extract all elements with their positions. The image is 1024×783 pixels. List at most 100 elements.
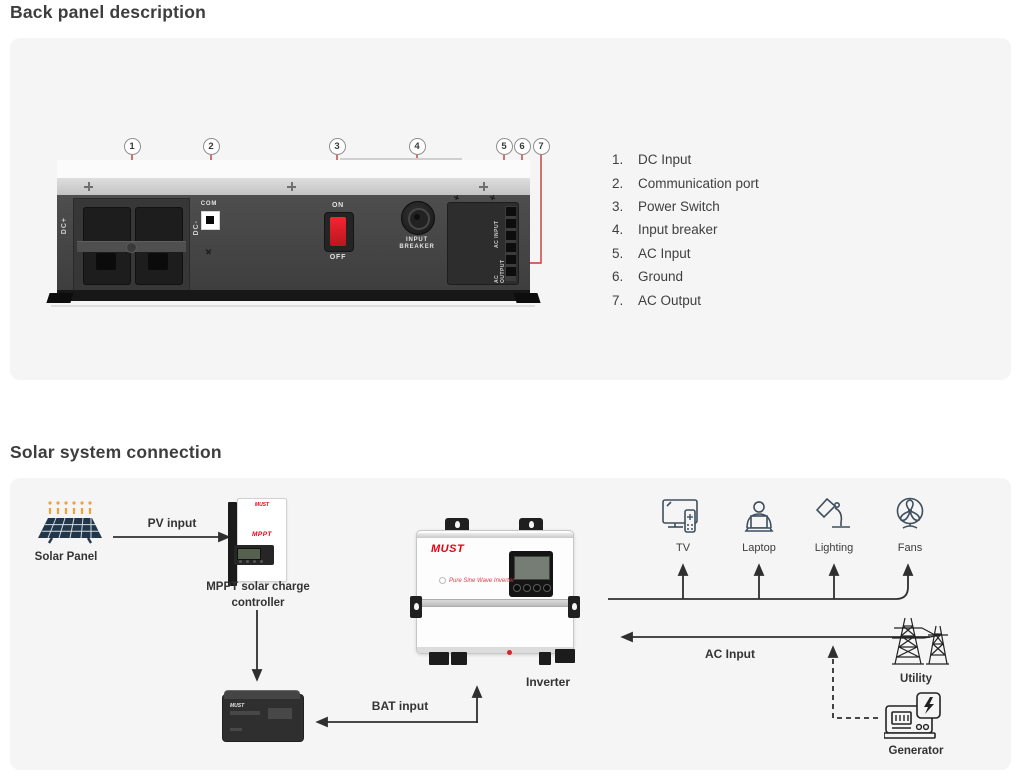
inverter-bottom-strip xyxy=(417,647,573,653)
breaker-label-line1: INPUT xyxy=(406,237,428,243)
legend-item: 6. Ground xyxy=(612,265,759,288)
legend-label: Communication port xyxy=(638,175,759,191)
dc-plus-label: DC+ xyxy=(61,217,68,235)
inverter-indicator xyxy=(507,650,512,655)
tv-icon xyxy=(662,499,698,533)
generator-icon xyxy=(884,692,941,739)
brand-mark-icon xyxy=(439,577,446,584)
com-port xyxy=(201,211,220,230)
com-label: COM xyxy=(200,201,218,207)
mppt-screen xyxy=(237,548,261,560)
generator-label: Generator xyxy=(888,745,944,757)
legend-label: AC Input xyxy=(638,245,691,261)
lighting-icon xyxy=(815,497,850,528)
legend-label: Ground xyxy=(638,269,684,285)
inverter-tagline: Pure Sine Wave Inverter xyxy=(439,577,514,584)
utility-icon xyxy=(892,617,949,665)
screw-icon xyxy=(287,182,296,191)
legend-label: Input breaker xyxy=(638,222,718,238)
ac-terminal-column xyxy=(505,206,516,281)
legend-num: 4. xyxy=(612,222,624,238)
connection-lines xyxy=(113,531,930,728)
inverter-brand-text: MUST xyxy=(431,543,465,555)
inverter-button xyxy=(523,584,531,592)
callout-circle-1: 1 xyxy=(123,138,141,155)
mount-hole xyxy=(454,521,460,528)
legend-item: 1. DC Input xyxy=(612,148,759,171)
mount-hole xyxy=(413,603,419,610)
battery: MUST xyxy=(222,690,304,742)
solar-panel-label: Solar Panel xyxy=(34,551,98,563)
mppt-button xyxy=(246,560,249,563)
com-port-inner xyxy=(206,216,214,224)
solar-system-card: Solar Panel PV input MUST MPPT MPPT sola… xyxy=(10,478,1011,770)
inverter-connector xyxy=(451,652,467,665)
ac-terminal-screw xyxy=(505,243,516,252)
bat-input-label: BAT input xyxy=(371,699,429,713)
generator-dashed-line xyxy=(827,645,878,719)
callout-circle-3: 3 xyxy=(328,138,346,155)
back-panel-title: Back panel description xyxy=(10,2,206,22)
legend-num: 2. xyxy=(612,175,624,191)
dc-terminal-hole xyxy=(96,253,116,270)
mppt-button xyxy=(260,560,263,563)
dc-terminal-recess xyxy=(73,198,190,292)
pv-input-label: PV input xyxy=(147,516,197,530)
legend-label: DC Input xyxy=(638,152,692,168)
legend-num: 1. xyxy=(612,152,624,168)
panel-body: DC+ DC- COM ON OFF INPUT BREAKER xyxy=(57,194,530,292)
battery-label-block xyxy=(268,708,292,719)
dc-minus-label: DC- xyxy=(193,220,200,236)
input-breaker-core xyxy=(414,214,420,220)
ac-terminal-screw xyxy=(505,207,516,216)
back-panel-card: DC+ DC- COM ON OFF INPUT BREAKER xyxy=(10,38,1011,380)
legend-item: 4. Input breaker xyxy=(612,218,759,241)
dc-center-screw xyxy=(126,242,137,253)
mppt-controller: MUST MPPT xyxy=(228,498,290,590)
mppt-model-text: MPPT xyxy=(251,531,273,538)
inverter-button xyxy=(533,584,541,592)
callout-circle-4: 4 xyxy=(408,138,426,155)
inverter-tagline-text: Pure Sine Wave Inverter xyxy=(449,577,515,584)
inverter-top-strip xyxy=(417,533,573,538)
fans-label: Fans xyxy=(897,542,923,554)
switch-off-label: OFF xyxy=(329,254,347,261)
legend-label: AC Output xyxy=(638,292,702,308)
mppt-mount-bracket xyxy=(228,502,237,586)
ac-input-label: AC INPUT xyxy=(494,220,500,248)
mppt-label: MPPT solar charge controller xyxy=(206,580,310,611)
solar-panel-icon xyxy=(38,501,102,544)
ac-terminal-screw xyxy=(505,231,516,240)
panel-foot xyxy=(513,293,541,303)
inverter-connector xyxy=(555,649,575,663)
callout-circle-6: 6 xyxy=(513,138,531,155)
screw-icon xyxy=(479,182,488,191)
callout-circle-5: 5 xyxy=(495,138,513,155)
legend-num: 3. xyxy=(612,198,624,214)
mount-hole xyxy=(528,521,534,528)
mppt-label-line2: controller xyxy=(231,596,285,609)
legend-num: 6. xyxy=(612,269,624,285)
load-bus-line xyxy=(608,563,914,600)
screw-icon xyxy=(453,194,460,201)
inverter-mount-tab xyxy=(445,518,469,532)
legend-item: 2. Communication port xyxy=(612,171,759,194)
battery-brand-text: MUST xyxy=(230,703,245,709)
panel-foot xyxy=(46,293,74,303)
battery-label-line xyxy=(230,728,242,731)
screw-icon xyxy=(204,247,213,256)
inverter-groove xyxy=(417,599,573,607)
screw-icon xyxy=(489,194,496,201)
inverter-side-bracket xyxy=(568,596,580,618)
panel-top-edge xyxy=(340,158,462,160)
panel-white-strip xyxy=(57,160,530,179)
mppt-brand-text: MUST xyxy=(254,502,270,508)
inverter-mount-tab xyxy=(519,518,543,532)
inverter-connector xyxy=(539,652,551,665)
switch-on-label: ON xyxy=(331,202,345,209)
back-panel-illustration: DC+ DC- COM ON OFF INPUT BREAKER xyxy=(46,155,541,313)
legend-num: 5. xyxy=(612,245,624,261)
panel-shadow xyxy=(51,305,535,307)
battery-label-line xyxy=(230,711,260,715)
input-breaker-knob xyxy=(401,201,435,235)
